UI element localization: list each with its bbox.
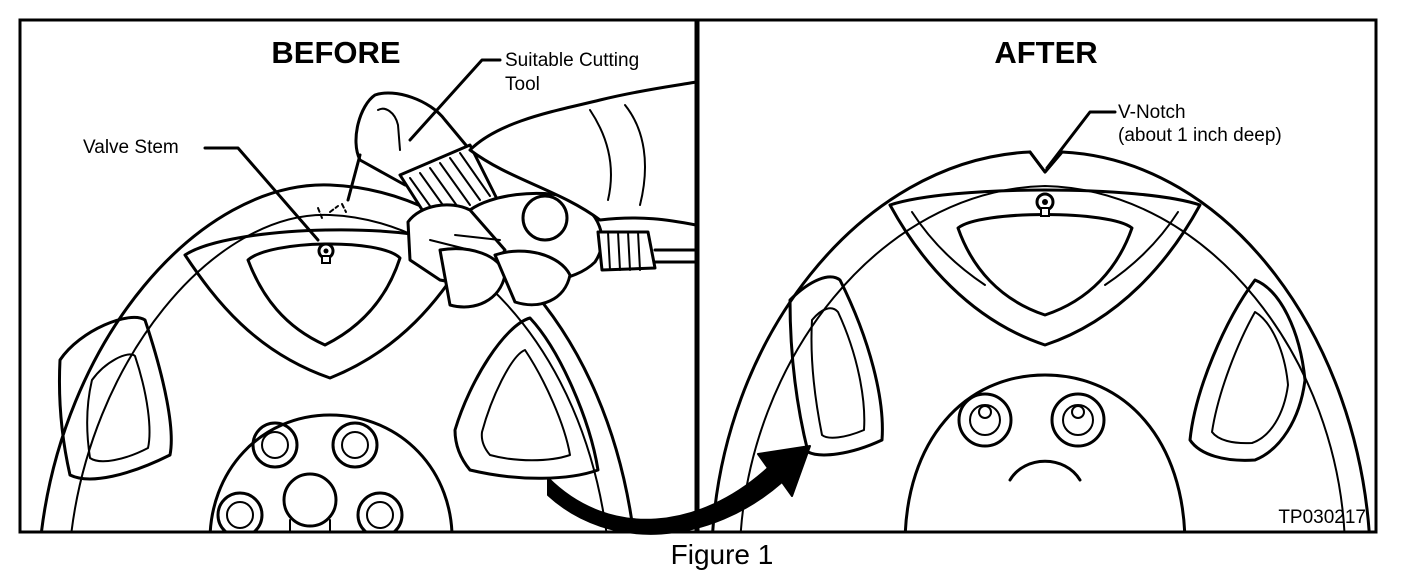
- v-notch-label-line1: V-Notch: [1118, 102, 1186, 123]
- before-heading: BEFORE: [271, 35, 400, 70]
- after-valve-stem-icon: [1035, 192, 1055, 217]
- curved-arrow-icon: [547, 445, 811, 535]
- after-panel: AFTER V-Notch (about 1 inch deep) TP0302…: [696, 18, 1378, 534]
- valve-stem-label: Valve Stem: [83, 137, 179, 158]
- cutting-tool-leader-line: [408, 58, 502, 142]
- v-notch-leader-line: [1045, 110, 1117, 170]
- v-notch-icon: [1028, 150, 1064, 174]
- figure-caption: Figure 1: [671, 539, 774, 570]
- hand-icon: [406, 80, 698, 309]
- before-panel: BEFORE Valve Stem Suitable Cutting Tool: [18, 18, 698, 534]
- valve-stem-leader-line: [203, 146, 320, 242]
- reference-code: TP030217: [1278, 507, 1366, 528]
- cutting-tool-label-line2: Tool: [505, 74, 540, 95]
- after-heading: AFTER: [994, 35, 1097, 70]
- v-notch-label-line2: (about 1 inch deep): [1118, 125, 1282, 146]
- cutting-tool-label-line1: Suitable Cutting: [505, 50, 639, 71]
- valve-stem-icon: [317, 242, 335, 264]
- wheel-icon: [40, 183, 635, 532]
